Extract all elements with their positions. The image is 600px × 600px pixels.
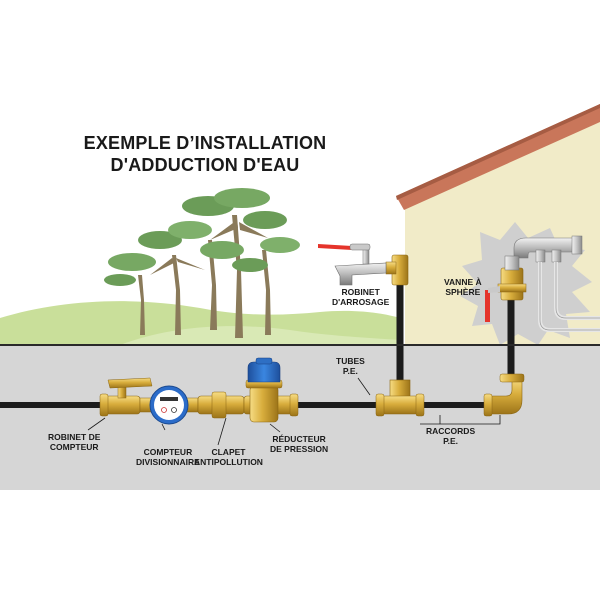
meter-valve (99, 377, 153, 417)
manifold (513, 235, 600, 332)
title-line-1: EXEMPLE D’INSTALLATION (83, 133, 327, 153)
garden-tap-icon (318, 243, 409, 286)
label-reducteur-pression: RÉDUCTEUR DE PRESSION (270, 434, 329, 454)
leader-lines (87, 377, 501, 446)
label-vanne-sphere: VANNE À SPHÈRE (444, 277, 482, 297)
reducer-cap (247, 361, 281, 383)
elbow-fitting (483, 373, 525, 417)
label-robinet-arrosage: ROBINET D'ARROSAGE (332, 287, 390, 307)
label-raccords-pe: RACCORDS P.E. (426, 426, 476, 446)
label-compteur-divisionnaire: COMPTEUR DIVISIONNAIRE (136, 447, 200, 467)
pressure-reducer (243, 357, 299, 423)
pe-pipes (0, 285, 515, 408)
house (396, 104, 600, 345)
grass-hill-light (120, 326, 400, 345)
diagram-title: EXEMPLE D’INSTALLATION D'ADDUCTION D'EAU (55, 132, 355, 176)
label-tubes-pe: TUBES P.E. (336, 356, 365, 376)
backflow-valve (197, 391, 245, 419)
water-meter-icon (139, 385, 199, 425)
title-line-2: D'ADDUCTION D'EAU (110, 155, 300, 175)
tee-fitting (375, 379, 425, 417)
label-robinet-compteur: ROBINET DE COMPTEUR (48, 432, 101, 452)
tree-icon (104, 188, 300, 338)
ball-valve-icon (485, 255, 527, 322)
label-clapet-antipollution: CLAPET ANTIPOLLUTION (194, 447, 263, 467)
